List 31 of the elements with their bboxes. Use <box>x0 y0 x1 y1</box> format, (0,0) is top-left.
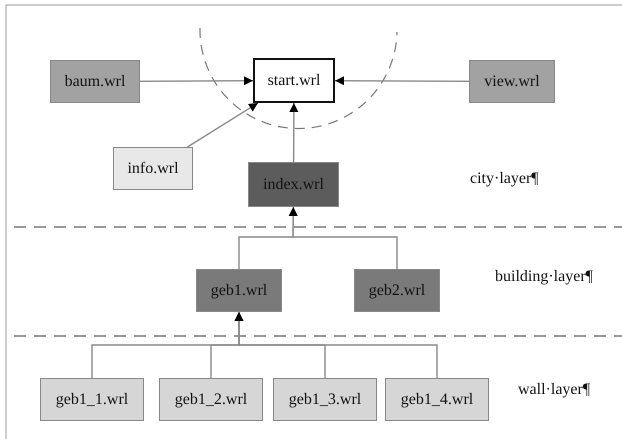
arrow <box>140 76 253 86</box>
file-box <box>113 147 193 190</box>
file-name: start.wrl <box>268 72 320 90</box>
file-name: geb1_3.wrl <box>288 390 362 408</box>
file-name: geb1_4.wrl <box>400 390 474 408</box>
file-box <box>50 60 140 103</box>
file-box <box>159 378 263 421</box>
file-box <box>253 58 335 103</box>
layer-label: wall·layer¶ <box>518 381 590 399</box>
file-box <box>248 162 339 207</box>
file-box <box>40 378 144 421</box>
file-name: geb1_2.wrl <box>174 390 248 408</box>
file-box <box>273 378 377 421</box>
file-name: info.wrl <box>127 160 179 178</box>
file-box <box>354 269 440 312</box>
file-name: index.wrl <box>263 176 324 194</box>
layer-label: city·layer¶ <box>470 170 539 188</box>
file-box <box>385 378 489 421</box>
arrow <box>335 76 469 86</box>
file-name: geb2.wrl <box>368 282 426 300</box>
arrow <box>288 207 398 269</box>
file-name: view.wrl <box>484 72 540 90</box>
file-box <box>196 269 282 312</box>
file-name: geb1_1.wrl <box>56 390 128 408</box>
arrow <box>234 312 438 378</box>
file-box <box>469 60 555 103</box>
arrow <box>187 102 258 148</box>
layer-label: building·layer¶ <box>495 268 593 286</box>
file-name: baum.wrl <box>64 72 126 90</box>
file-name: geb1.wrl <box>210 282 268 300</box>
arrow <box>289 103 298 162</box>
